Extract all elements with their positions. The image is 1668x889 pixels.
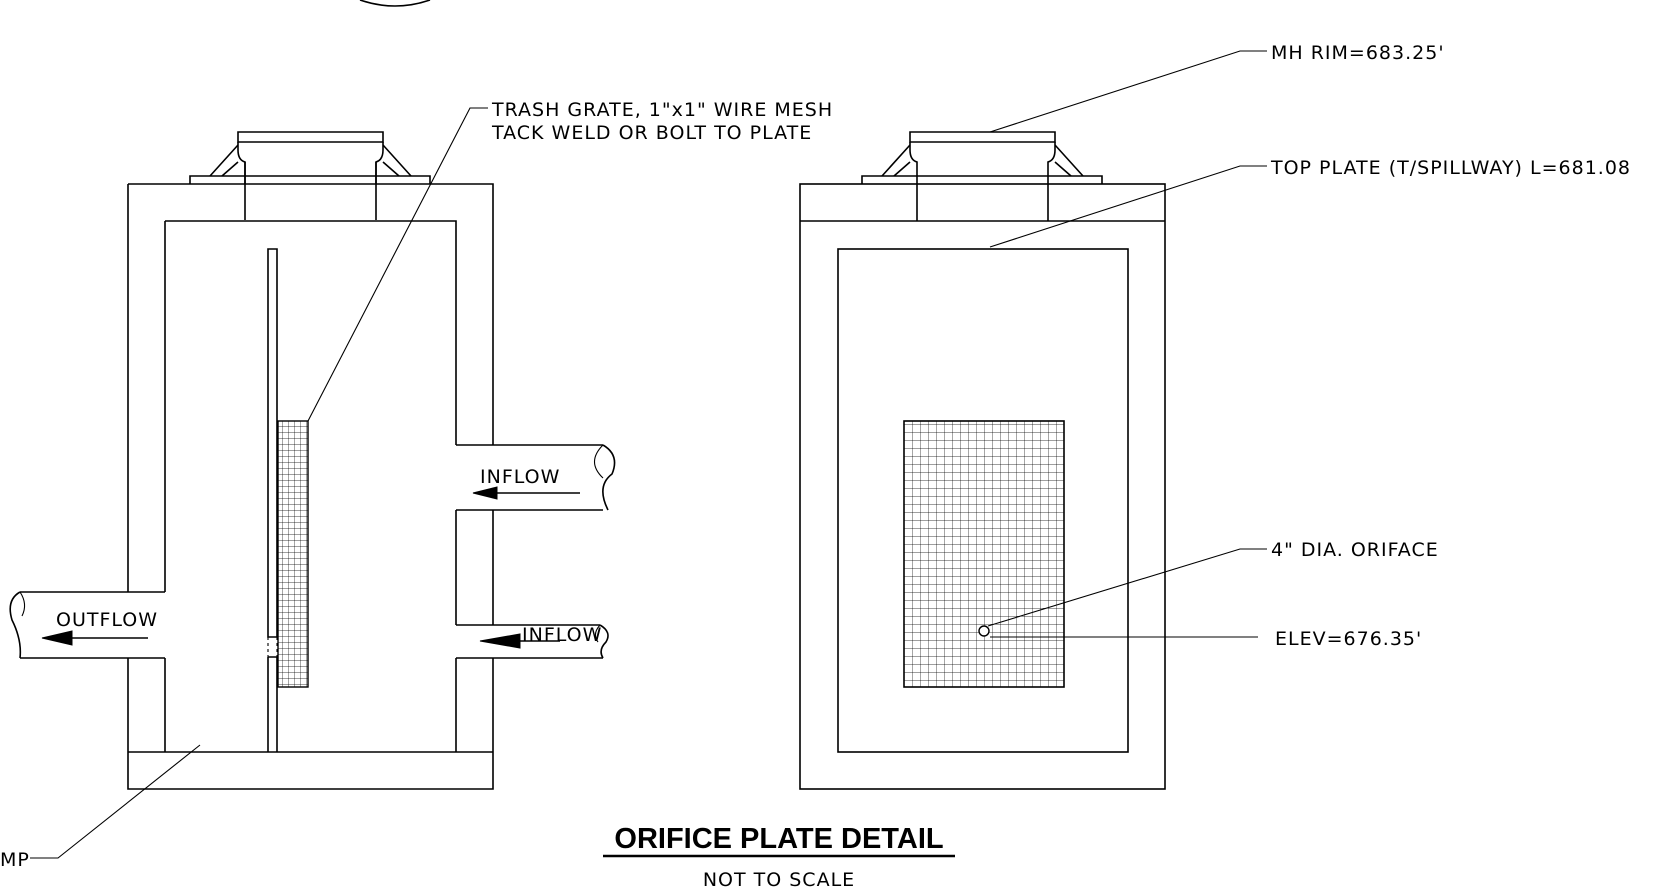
title-block: ORIFICE PLATE DETAIL NOT TO SCALE bbox=[603, 823, 955, 889]
mh-rim-label: MH RIM=683.25' bbox=[1271, 42, 1445, 64]
section-view: TRASH GRATE, 1"x1" WIRE MESH TACK WELD O… bbox=[0, 99, 833, 871]
drawing-title: ORIFICE PLATE DETAIL bbox=[614, 823, 943, 855]
inflow-label-lower: INFLOW bbox=[522, 624, 602, 646]
orifice-label: 4" DIA. ORIFACE bbox=[1271, 539, 1439, 561]
trash-grate-mesh-elevation bbox=[903, 420, 1065, 688]
inflow-pipe-upper bbox=[456, 444, 616, 511]
trash-grate-label-line1: TRASH GRATE, 1"x1" WIRE MESH bbox=[491, 99, 833, 121]
orifice-plate-elevation bbox=[837, 248, 1129, 753]
inflow-pipe-lower bbox=[456, 624, 609, 659]
top-plate-leader bbox=[989, 165, 1267, 248]
structure-inner-wall bbox=[164, 220, 457, 752]
trash-grate-leader bbox=[307, 107, 488, 422]
top-plate-label: TOP PLATE (T/SPILLWAY) L=681.08 bbox=[1270, 157, 1631, 179]
orifice-hole bbox=[978, 625, 990, 637]
structure-outer-wall bbox=[127, 183, 494, 790]
structure-outline-right bbox=[799, 183, 1166, 790]
manhole-frame-right bbox=[861, 131, 1103, 221]
trash-grate-mesh-section bbox=[277, 420, 309, 688]
outflow-label: OUTFLOW bbox=[56, 609, 158, 631]
trash-grate-label-line2: TACK WELD OR BOLT TO PLATE bbox=[491, 122, 812, 144]
cropped-arc bbox=[359, 0, 431, 7]
elevation-view: MH RIM=683.25' TOP PLATE (T/SPILLWAY) L=… bbox=[799, 42, 1631, 790]
mh-rim-leader bbox=[989, 50, 1267, 133]
manhole-frame-left bbox=[189, 131, 431, 220]
orifice-elev-label: ELEV=676.35' bbox=[1275, 628, 1422, 650]
sump-leader bbox=[30, 744, 201, 859]
drawing-subtitle: NOT TO SCALE bbox=[703, 869, 855, 889]
inflow-label-upper: INFLOW bbox=[480, 466, 560, 488]
sump-label-fragment: MP bbox=[0, 849, 30, 871]
orifice-plate-section bbox=[267, 248, 278, 752]
outflow-pipe bbox=[9, 591, 165, 659]
orifice-leader bbox=[987, 548, 1267, 627]
